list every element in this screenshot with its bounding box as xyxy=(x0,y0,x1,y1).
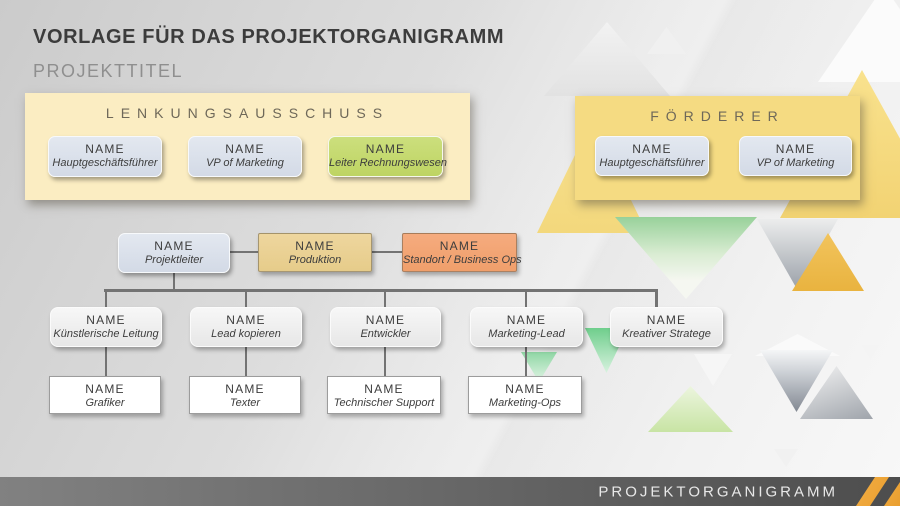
box-grafiker[interactable]: NAME Grafiker xyxy=(49,376,161,414)
member-name: NAME xyxy=(365,313,406,327)
member-role: Standort / Business Ops xyxy=(403,254,522,266)
member-name: NAME xyxy=(85,382,125,396)
box-marketing-ops[interactable]: NAME Marketing-Ops xyxy=(468,376,582,414)
background-triangle xyxy=(648,386,733,432)
member-name: NAME xyxy=(295,239,335,253)
box-steering-vp-of-marketing[interactable]: NAME VP of Marketing xyxy=(188,136,302,177)
connector-line xyxy=(372,251,402,253)
member-role: Technischer Support xyxy=(333,397,435,409)
box-steering-hauptgeschaeftsfuehrer[interactable]: NAME Hauptgeschäftsführer xyxy=(48,136,162,177)
accent-stripe xyxy=(856,477,889,506)
member-role: Texter xyxy=(229,397,261,409)
member-name: NAME xyxy=(506,313,547,327)
sponsors-title: FÖRDERER xyxy=(650,108,785,124)
box-entwickler[interactable]: NAME Entwickler xyxy=(330,307,441,347)
background-triangle xyxy=(544,22,670,96)
footer-bar: PROJEKTORGANIGRAMM xyxy=(0,477,900,506)
connector-line xyxy=(105,292,107,307)
box-projektleiter[interactable]: NAME Projektleiter xyxy=(118,233,230,273)
background-triangle xyxy=(615,217,757,299)
connector-line xyxy=(525,292,527,307)
member-role: Marketing-Lead xyxy=(488,328,565,340)
steering-committee-panel: LENKUNGSAUSSCHUSS NAME Hauptgeschäftsfüh… xyxy=(25,93,470,200)
member-name: NAME xyxy=(775,142,816,156)
member-name: NAME xyxy=(632,142,672,156)
box-foerderer-vp-of-marketing[interactable]: NAME VP of Marketing xyxy=(739,136,852,176)
background-triangle xyxy=(647,27,686,54)
member-role: Projektleiter xyxy=(144,254,204,266)
sponsors-panel: FÖRDERER NAME Hauptgeschäftsführer NAME … xyxy=(575,96,860,200)
member-role: Hauptgeschäftsführer xyxy=(52,157,158,169)
box-standort-business-ops[interactable]: NAME Standort / Business Ops xyxy=(402,233,522,272)
box-kreativer-stratege[interactable]: NAME Kreativer Stratege xyxy=(610,307,723,347)
box-foerderer-hauptgeschaeftsfuehrer[interactable]: NAME Hauptgeschäftsführer xyxy=(595,136,709,176)
member-role: Hauptgeschäftsführer xyxy=(599,157,705,169)
background-triangle xyxy=(862,345,879,360)
member-name: NAME xyxy=(439,239,480,253)
box-marketing-lead[interactable]: NAME Marketing-Lead xyxy=(470,307,583,347)
member-name: NAME xyxy=(85,142,125,156)
member-role: Entwickler xyxy=(360,328,411,340)
box-kuenstlerische-leitung[interactable]: NAME Künstlerische Leitung xyxy=(50,307,162,347)
connector-line xyxy=(105,347,107,376)
member-role: VP of Marketing xyxy=(756,157,835,169)
box-lead-kopieren[interactable]: NAME Lead kopieren xyxy=(190,307,302,347)
connector-line xyxy=(384,347,386,376)
page-title: VORLAGE FÜR DAS PROJEKTORGANIGRAMM xyxy=(33,26,505,48)
member-role: VP of Marketing xyxy=(206,157,284,169)
member-role: Lead kopieren xyxy=(211,328,281,340)
member-name: NAME xyxy=(225,382,265,396)
connector-line xyxy=(230,251,258,253)
connector-line xyxy=(104,289,658,292)
connector-line xyxy=(525,347,527,376)
background-triangle xyxy=(774,449,798,467)
connector-line xyxy=(245,292,247,307)
member-name: NAME xyxy=(225,142,265,156)
connector-line xyxy=(173,273,175,290)
box-leiter-rechnungswesen[interactable]: NAME Leiter Rechnungswesen xyxy=(328,136,448,177)
footer-label: PROJEKTORGANIGRAMM xyxy=(598,483,838,500)
member-name: NAME xyxy=(226,313,266,327)
member-role: Künstlerische Leitung xyxy=(53,328,159,340)
member-name: NAME xyxy=(86,313,126,327)
box-texter[interactable]: NAME Texter xyxy=(189,376,301,414)
member-name: NAME xyxy=(154,239,194,253)
box-produktion[interactable]: NAME Produktion xyxy=(258,233,372,272)
member-name: NAME xyxy=(365,142,406,156)
page-subtitle: PROJEKTTITEL xyxy=(33,61,184,81)
connector-line xyxy=(655,289,658,308)
member-name: NAME xyxy=(505,382,545,396)
member-role: Marketing-Ops xyxy=(488,397,562,409)
member-role: Kreativer Stratege xyxy=(622,328,711,340)
connector-line xyxy=(245,347,247,376)
member-name: NAME xyxy=(646,313,687,327)
member-name: NAME xyxy=(364,382,404,396)
background-triangle xyxy=(818,0,900,82)
steering-committee-title: LENKUNGSAUSSCHUSS xyxy=(105,105,390,121)
member-role: Leiter Rechnungswesen xyxy=(329,157,448,169)
box-technischer-support[interactable]: NAME Technischer Support xyxy=(327,376,441,414)
connector-line xyxy=(384,292,386,307)
background-triangle xyxy=(694,354,732,386)
member-role: Produktion xyxy=(288,254,342,266)
member-role: Grafiker xyxy=(85,397,125,409)
